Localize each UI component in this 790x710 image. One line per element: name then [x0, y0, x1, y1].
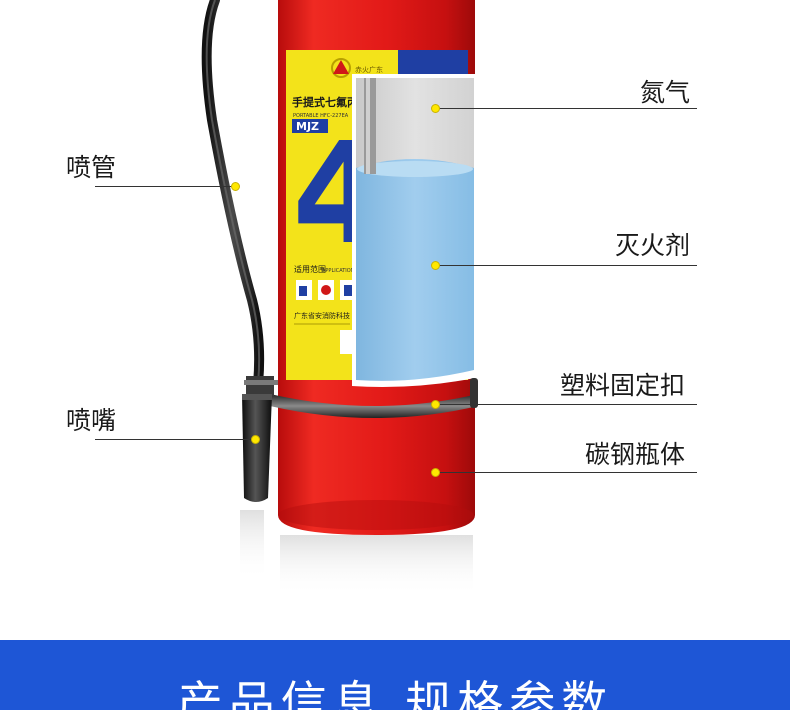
callout-label-body: 碳钢瓶体 — [585, 440, 686, 469]
banner-title: 产品信息 规格参数 — [176, 676, 614, 710]
callout-label-nozzle: 喷嘴 — [66, 406, 117, 435]
hose — [201, 0, 278, 396]
cutaway-view — [352, 74, 475, 387]
product-diagram: 赤火广东 手提式七氟丙烷 PORTABLE HFC-227EA MJZ 4 适用… — [66, 0, 697, 595]
callout-dot-nozzle — [251, 435, 260, 444]
extinguisher-illustration: 赤火广东 手提式七氟丙烷 PORTABLE HFC-227EA MJZ 4 适用… — [201, 0, 478, 595]
callout-dot-nitrogen — [431, 104, 440, 113]
floor-reflection — [280, 535, 473, 595]
callout-dot-clip — [431, 400, 440, 409]
callout-line-hose — [95, 186, 235, 187]
nozzle-reflection — [240, 510, 264, 580]
callout-label-hose: 喷管 — [66, 153, 117, 182]
plastic-clip-band — [270, 378, 478, 418]
callout-label-agent: 灭火剂 — [615, 231, 691, 260]
callout-line-agent — [435, 265, 697, 266]
callout-dot-body — [431, 468, 440, 477]
section-banner: 产品信息 规格参数 — [0, 640, 790, 710]
label-title: 手提式七氟丙烷 — [292, 95, 369, 109]
application-icons — [296, 280, 356, 300]
label-brand: 赤火广东 — [355, 65, 383, 74]
label-model: MJZ — [296, 120, 319, 133]
agent-liquid — [356, 159, 474, 381]
callout-dot-agent — [431, 261, 440, 270]
label-applicability-en: APPLICATION — [322, 268, 355, 274]
callout-label-clip: 塑料固定扣 — [560, 371, 686, 400]
callout-line-body — [435, 472, 697, 473]
callout-line-nozzle — [95, 439, 255, 440]
callout-dot-hose — [231, 182, 240, 191]
nozzle — [242, 394, 272, 502]
label-subtitle: PORTABLE HFC-227EA — [293, 113, 349, 119]
callout-label-nitrogen: 氮气 — [640, 78, 691, 107]
callout-line-nitrogen — [435, 108, 697, 109]
callout-line-clip — [435, 404, 697, 405]
label-company: 广东省安消防科技 — [294, 311, 350, 320]
label-applicability: 适用范围 — [294, 264, 326, 274]
